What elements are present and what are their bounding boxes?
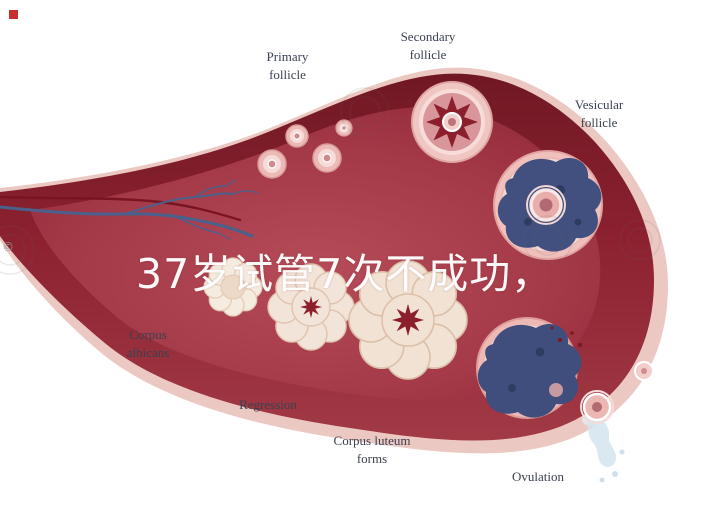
regression-core [300, 296, 322, 318]
blood-vessels [0, 179, 259, 240]
label-primary-follicle: Primary follicle [266, 49, 309, 82]
primary-follicles [257, 119, 353, 179]
secondary-follicle [411, 81, 493, 163]
fluid-splash [582, 414, 625, 483]
vesicular-follicle [493, 150, 603, 260]
primary-follicle [335, 119, 353, 137]
label-regression: Regression [239, 397, 297, 412]
regression-shape [267, 263, 355, 351]
corpus-luteum-shape [348, 260, 468, 380]
corpus-albicans-shape [203, 257, 263, 317]
chinese-caption: 37岁试管7次不成功， [136, 250, 554, 298]
label-ovulation: Ovulation [512, 469, 564, 484]
primary-follicle [257, 149, 287, 179]
copyright-mark: © [2, 240, 14, 254]
label-secondary-follicle: Secondary follicle [400, 29, 456, 62]
released-egg [580, 390, 614, 424]
small-follicle-ring [634, 361, 654, 381]
label-corpus-albicans: Corpus albicans [126, 327, 170, 360]
label-vesicular-follicle: Vesicular follicle [574, 97, 624, 130]
ovulation-speckles [550, 326, 583, 348]
label-corpus-luteum: Corpus luteum forms [333, 433, 411, 466]
watermark-square [9, 10, 18, 19]
ovulation-follicle [476, 317, 583, 419]
primary-follicle [285, 124, 309, 148]
corpus-luteum-core [392, 304, 424, 336]
watermark-pattern [0, 87, 661, 275]
primary-follicle [312, 143, 342, 173]
